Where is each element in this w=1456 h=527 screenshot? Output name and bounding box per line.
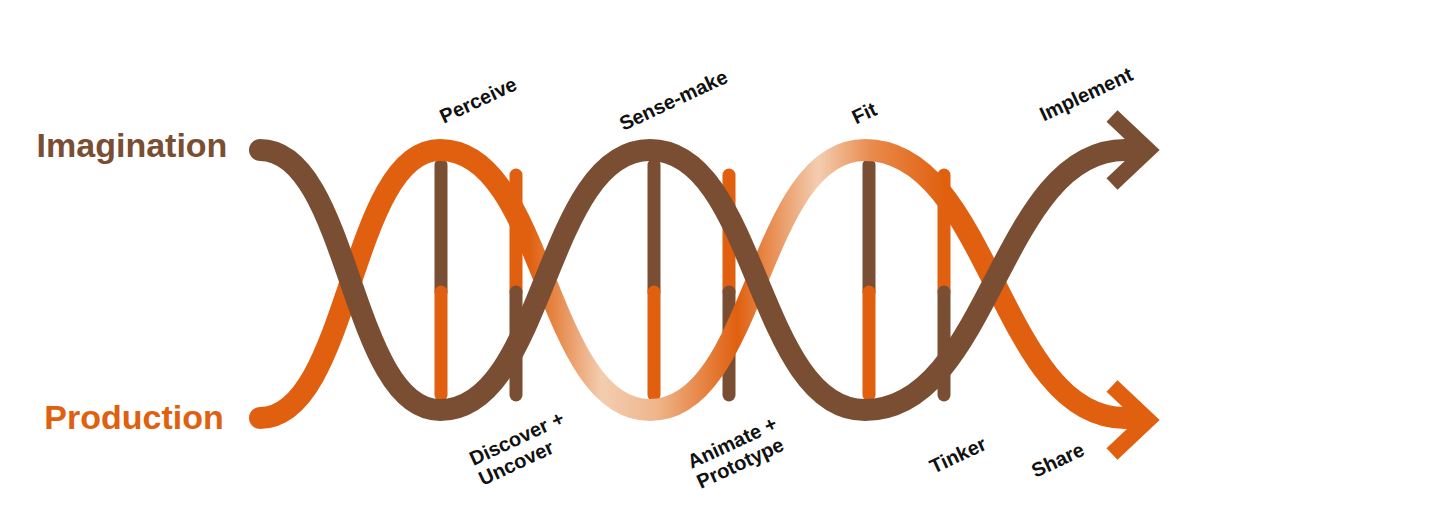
phase-label: Discover + Uncover xyxy=(466,402,586,489)
phase-label: Fit xyxy=(848,98,879,128)
production-strand xyxy=(260,150,1140,418)
phase-label: Animate + Prototype xyxy=(684,405,804,492)
strand-name: Imagination xyxy=(37,127,228,164)
imagination-arrowhead xyxy=(1112,116,1148,184)
phase-label: Share xyxy=(1028,438,1088,481)
strand-name: Production xyxy=(44,399,223,436)
production-arrowhead xyxy=(1112,386,1148,454)
phase-label: Sense-make xyxy=(615,65,730,134)
phase-label: Tinker xyxy=(926,432,989,477)
imagination-strand xyxy=(260,150,1140,410)
phase-label: Perceive xyxy=(436,73,520,128)
